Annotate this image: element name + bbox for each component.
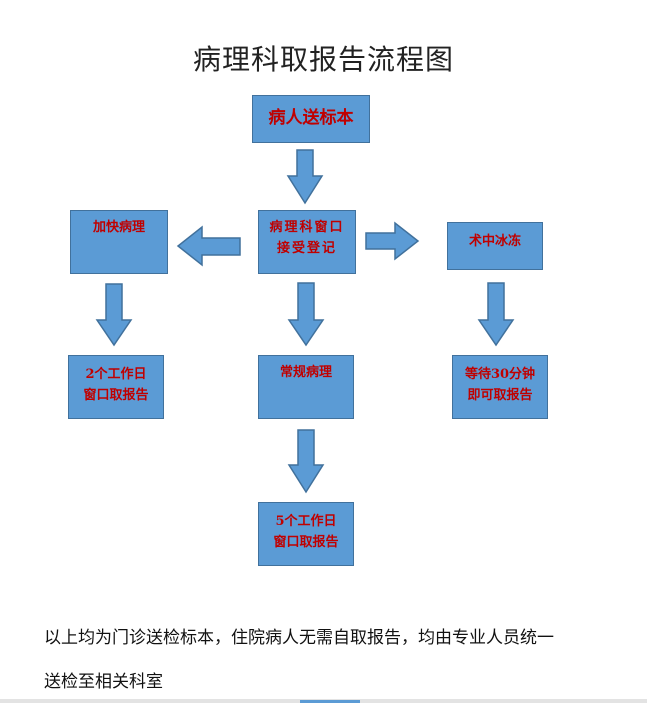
arrow-down-frozen — [477, 282, 515, 347]
arrow-right-frozen — [365, 221, 420, 261]
node-start: 病人送标本 — [252, 95, 370, 143]
node-fast-label: 加快病理 — [92, 220, 145, 235]
node-register-line1: 病理科窗口 — [269, 220, 345, 235]
arrow-down-start — [286, 149, 324, 205]
node-frozen-label: 术中冰冻 — [468, 234, 521, 249]
node-routine: 常规病理 — [258, 355, 354, 419]
footnote-line1: 以上均为门诊送检标本，住院病人无需自取报告，均由专业人员统一 — [44, 628, 554, 648]
bottom-scroll-indicator — [300, 700, 360, 703]
arrow-down-fast — [95, 283, 133, 347]
footnote-line2: 送检至相关科室 — [44, 672, 163, 692]
node-report-2days-line1: 2个工作日 — [85, 367, 147, 382]
node-report-5days: 5个工作日 窗口取报告 — [258, 502, 354, 566]
node-report-2days: 2个工作日 窗口取报告 — [68, 355, 164, 419]
node-start-label: 病人送标本 — [268, 108, 354, 128]
page-title: 病理科取报告流程图 — [192, 43, 454, 76]
node-register-line2: 接受登记 — [276, 241, 337, 256]
node-frozen: 术中冰冻 — [447, 222, 543, 270]
arrow-left-fast — [176, 225, 241, 267]
arrow-down-routine — [287, 282, 325, 347]
node-report-5days-line1: 5个工作日 — [275, 514, 337, 529]
arrow-down-5days — [287, 429, 325, 494]
node-register: 病理科窗口 接受登记 — [258, 210, 356, 274]
node-report-30min-line2: 即可取报告 — [467, 388, 533, 403]
node-fast: 加快病理 — [70, 210, 168, 274]
node-routine-label: 常规病理 — [279, 365, 332, 380]
node-report-5days-line2: 窗口取报告 — [273, 535, 339, 550]
node-report-2days-line2: 窗口取报告 — [83, 388, 149, 403]
node-report-30min-line1: 等待30分钟 — [464, 367, 536, 382]
node-report-30min: 等待30分钟 即可取报告 — [452, 355, 548, 419]
